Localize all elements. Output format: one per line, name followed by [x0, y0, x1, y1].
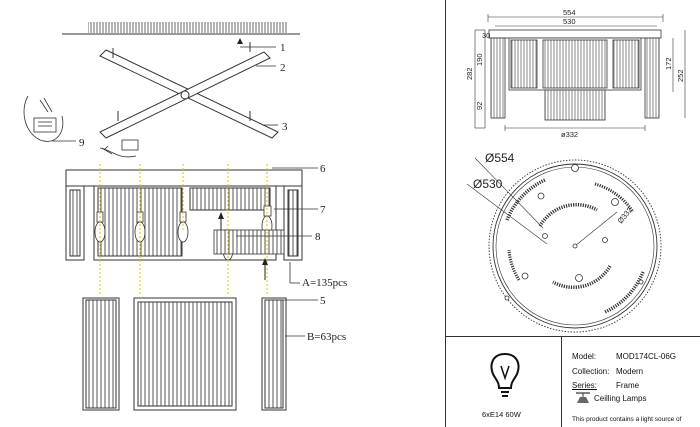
dim-lower-height: 92: [475, 102, 484, 110]
callout-8: 7: [320, 204, 326, 216]
collection-value: Modern: [616, 367, 644, 376]
wiring-detail: [23, 95, 139, 158]
dim-outer-diameter: Ø554: [485, 151, 515, 165]
type-value: Ceilling Lamps: [594, 394, 647, 403]
ceiling-plate: [62, 22, 300, 35]
arrow-up-icon: [237, 38, 243, 44]
callout-7: 9: [79, 137, 85, 149]
bulb-icon: [490, 352, 520, 397]
dim-top-offset: 30: [482, 31, 490, 40]
ceiling-lamp-icon: [576, 392, 590, 403]
dim-right-inner: 172: [664, 57, 673, 70]
callout-5: 5: [320, 295, 326, 307]
model-value: MOD174CL-06G: [616, 352, 677, 361]
dim-bottom-diameter: ø332: [561, 130, 578, 139]
dim-center-diameter: Ø332: [616, 205, 635, 225]
dim-overall-height: 282: [465, 67, 474, 80]
series-label: Series:: [572, 381, 597, 390]
spec-divider: [561, 336, 562, 427]
dim-upper-height: 190: [475, 53, 484, 66]
callout-1: 1: [280, 42, 286, 54]
series-value: Frame: [616, 381, 640, 390]
bottom-panels: [82, 297, 287, 411]
bulb-spec: 6xE14 60W: [482, 410, 521, 419]
dim-right-outer: 252: [676, 69, 685, 82]
footer-text: This product contains a light source of: [572, 416, 682, 423]
dim-overall-width: 554: [563, 8, 576, 17]
callout-9: 8: [315, 231, 321, 243]
horizontal-divider: [445, 336, 700, 337]
arrow-up-icon: [262, 258, 268, 265]
callout-3: 3: [282, 121, 288, 133]
dim-inner-diameter: Ø530: [473, 177, 503, 191]
cross-mounting-bar: [99, 42, 279, 139]
front-view-drawing: 554 530 30 282 190 92 172 252 ø332: [465, 8, 686, 139]
callout-2: 2: [280, 62, 286, 74]
top-view-drawing: Ø554 Ø530 Ø332: [466, 151, 662, 333]
arrow-up-icon: [218, 212, 224, 219]
vertical-divider: [445, 0, 446, 427]
collection-label: Collection:: [572, 367, 610, 376]
dim-inner-width: 530: [563, 17, 576, 26]
callout-6: 6: [320, 163, 326, 175]
parts-b-count: B=63pcs: [307, 331, 346, 343]
parts-a-count: A=135pcs: [302, 277, 347, 289]
model-label: Model:: [572, 352, 597, 361]
assembly-drawing: 1 2 3 9: [23, 22, 347, 411]
yellow-guides: [99, 164, 268, 296]
